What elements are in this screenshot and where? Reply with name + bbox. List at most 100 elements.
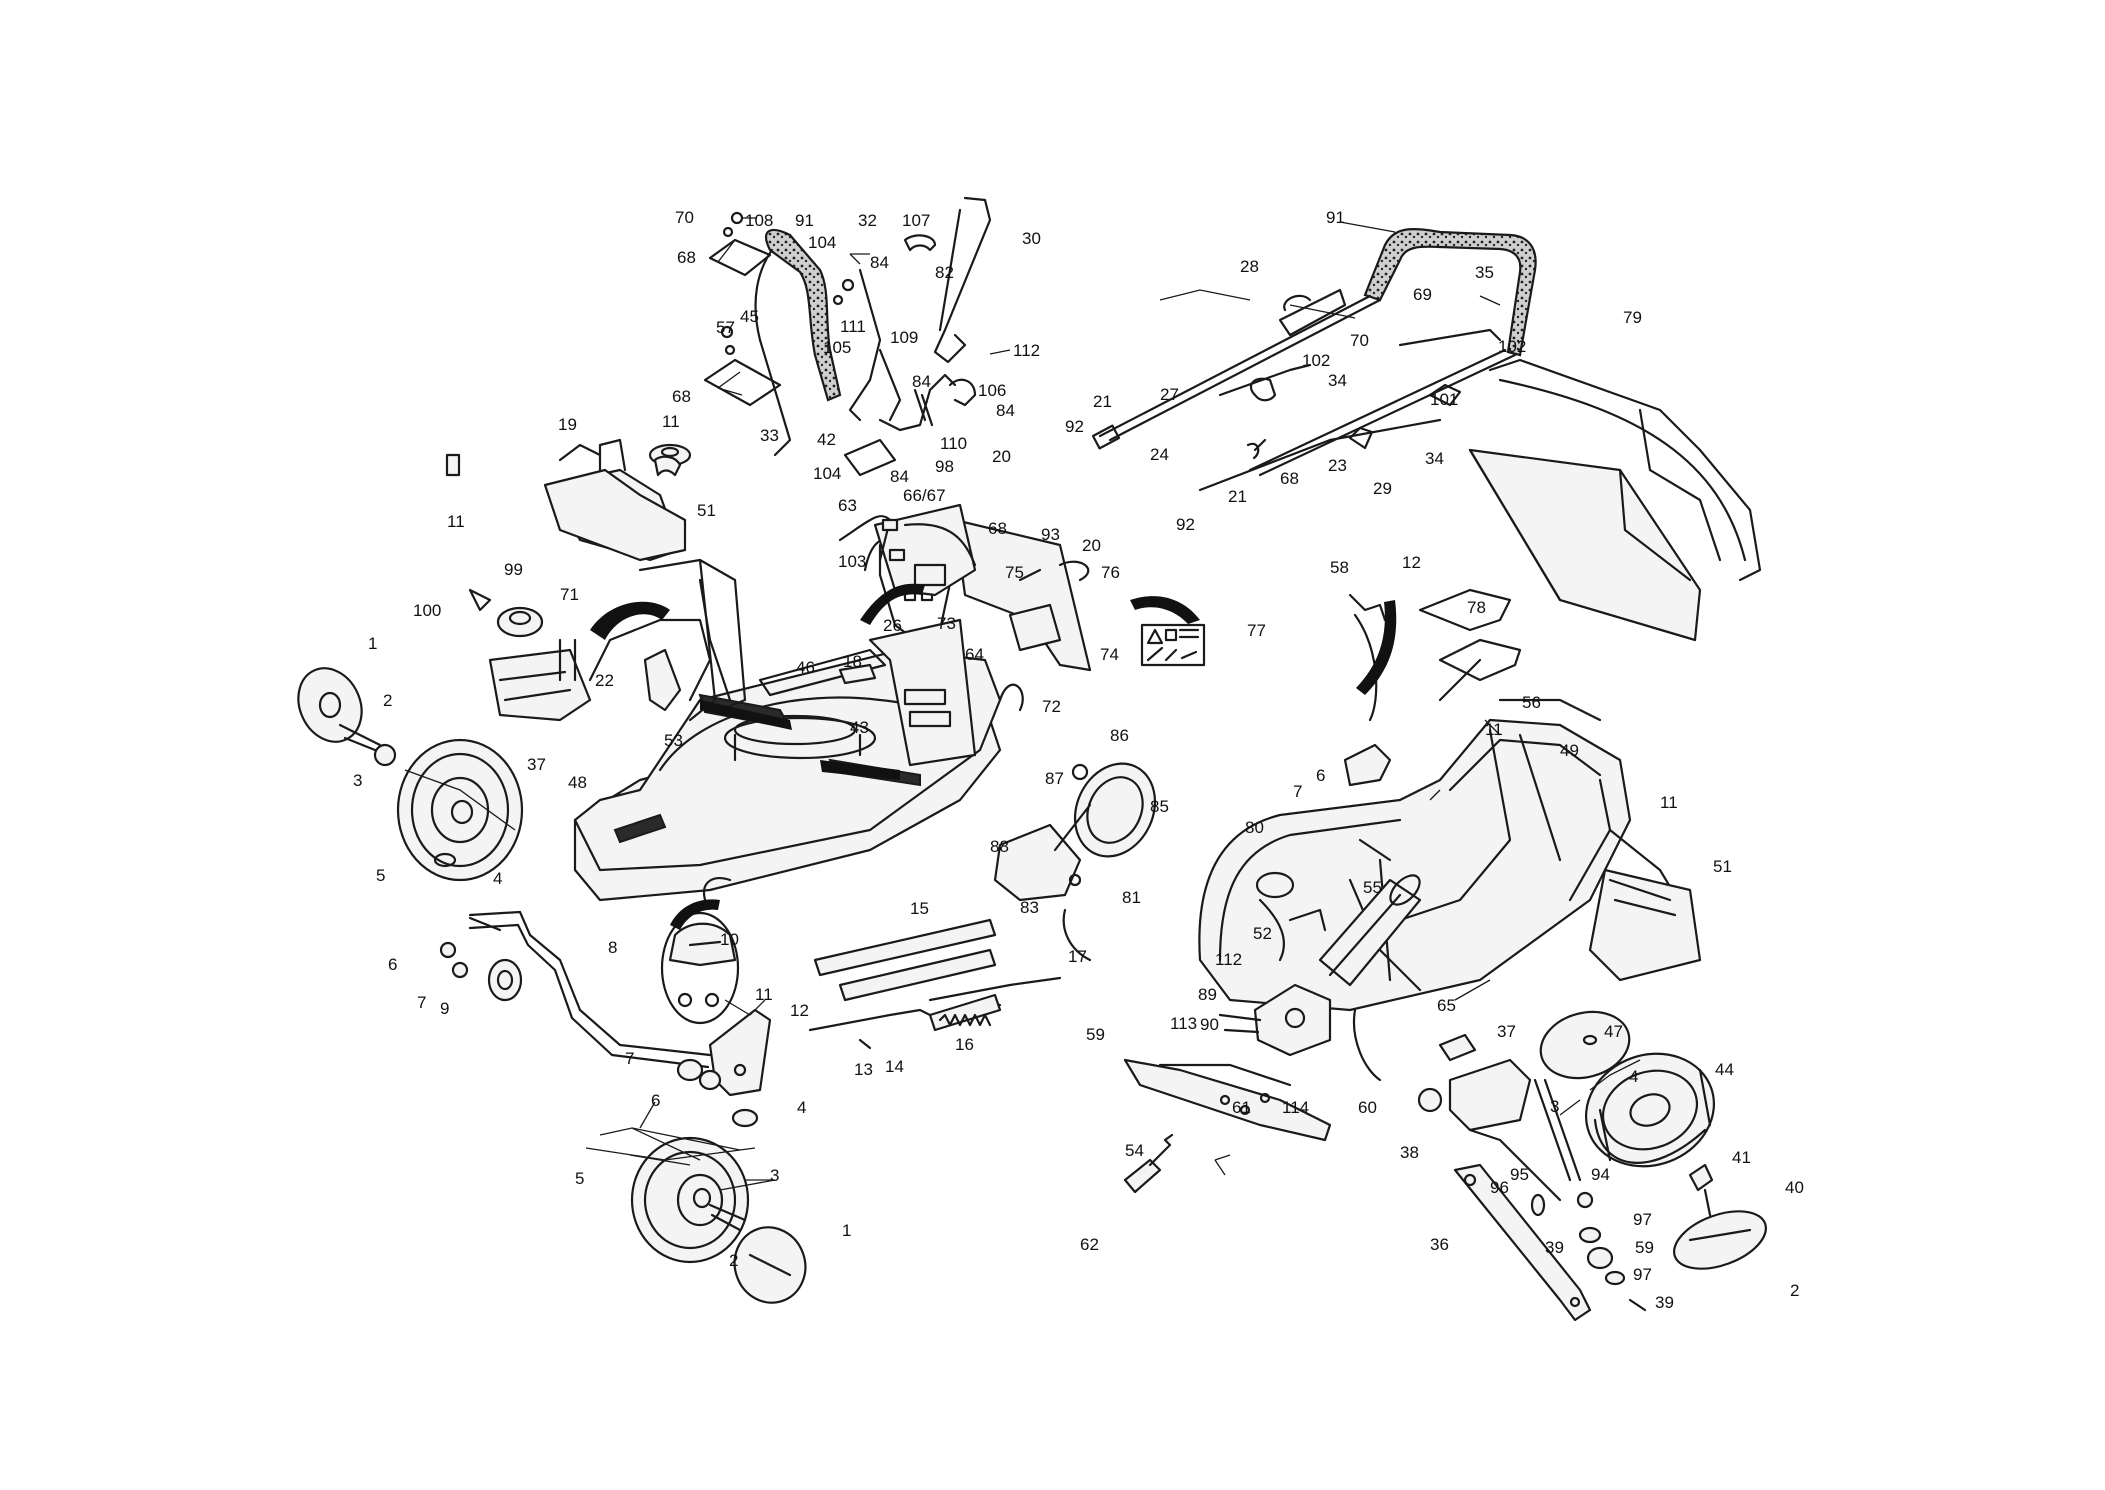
callout-label: 6 [1316, 766, 1325, 785]
callout-label: 49 [1560, 741, 1579, 760]
callout-label: 41 [1732, 1148, 1751, 1167]
callout-label: 107 [902, 211, 930, 230]
callout-label: 79 [1623, 308, 1642, 327]
callout-label: 3 [770, 1166, 779, 1185]
callout-label: 73 [937, 614, 956, 633]
callout-label: 37 [527, 755, 546, 774]
callout-label: 70 [1350, 331, 1369, 350]
callout-label: 2 [729, 1251, 738, 1270]
callout-label: 86 [1110, 726, 1129, 745]
callout-label: 110 [940, 434, 967, 453]
callout-label: 11 [447, 512, 465, 531]
callout-label: 104 [813, 464, 841, 483]
callout-label: 46 [796, 658, 815, 677]
callout-label: 84 [870, 253, 889, 272]
page-number: 2 [1790, 1281, 1799, 1300]
callout-label: 6 [651, 1091, 660, 1110]
callout-label: 70 [675, 208, 694, 227]
callout-labels: 70 108 91 104 32 107 30 68 84 82 57 45 1… [353, 208, 1804, 1312]
callout-label: 55 [1363, 878, 1382, 897]
callout-label: 45 [740, 307, 759, 326]
recoil-starter [993, 762, 1157, 902]
callout-label: 108 [745, 211, 773, 230]
callout-label: 114 [1282, 1098, 1309, 1117]
callout-label: 76 [1101, 563, 1120, 582]
callout-label: 14 [885, 1057, 904, 1076]
callout-label: 59 [1635, 1238, 1654, 1257]
callout-label: 74 [1100, 645, 1119, 664]
callout-label: 75 [1005, 563, 1024, 582]
callout-label: 13 [854, 1060, 873, 1079]
callout-label: 84 [912, 372, 931, 391]
callout-label: 43 [850, 718, 869, 737]
callout-label: 44 [1715, 1060, 1734, 1079]
callout-label: 112 [1013, 341, 1040, 360]
callout-label: 11 [1485, 720, 1503, 739]
small-hardware [445, 443, 1090, 712]
callout-label: 8 [608, 938, 617, 957]
callout-label: 38 [1400, 1143, 1419, 1162]
callout-label: 111 [840, 317, 866, 336]
leader-lines [404, 217, 1641, 1191]
callout-label: 78 [1467, 598, 1486, 617]
assembly-arrows [590, 583, 1397, 930]
callout-label: 94 [1591, 1165, 1610, 1184]
callout-label: 85 [1150, 797, 1169, 816]
throttle-lever-right [1343, 593, 1392, 787]
callout-label: 96 [1490, 1178, 1509, 1197]
callout-label: 87 [1045, 769, 1064, 788]
callout-label: 97 [1633, 1210, 1652, 1229]
gearbox [1218, 983, 1382, 1082]
cutter-blade [1123, 1058, 1332, 1142]
callout-label: 35 [1475, 263, 1494, 282]
callout-label: 82 [935, 263, 954, 282]
callout-label: 84 [890, 467, 909, 486]
callout-label: 66/67 [903, 486, 946, 505]
callout-label: 7 [417, 993, 426, 1012]
callout-label: 104 [808, 233, 836, 252]
right-wheel-group [1417, 1010, 1768, 1270]
mower-deck [573, 578, 1002, 902]
callout-label: 17 [1068, 947, 1087, 966]
callout-label: 68 [988, 519, 1007, 538]
callout-label: 84 [996, 401, 1015, 420]
callout-label: 4 [797, 1098, 806, 1117]
callout-label: 61 [1232, 1098, 1251, 1117]
callout-label: 3 [353, 771, 362, 790]
callout-label: 6 [388, 955, 397, 974]
callout-label: 52 [1253, 924, 1272, 943]
callout-label: 77 [1247, 621, 1266, 640]
callout-label: 24 [1150, 445, 1169, 464]
callout-label: 102 [1302, 351, 1330, 370]
callout-label: 5 [575, 1169, 584, 1188]
callout-label: 11 [662, 412, 680, 431]
callout-label: 88 [990, 837, 1009, 856]
callout-label: 81 [1122, 888, 1141, 907]
callout-label: 42 [817, 430, 836, 449]
callout-label: 68 [677, 248, 696, 267]
callout-label: 34 [1425, 449, 1444, 468]
callout-label: 21 [1093, 392, 1112, 411]
callout-label: 51 [697, 501, 716, 520]
callout-label: 5 [376, 866, 385, 885]
callout-label: 40 [1785, 1178, 1804, 1197]
callout-label: 12 [790, 1001, 809, 1020]
callout-label: 90 [1200, 1015, 1219, 1034]
callout-label: 11 [1660, 793, 1678, 812]
callout-label: 1 [368, 634, 377, 653]
callout-label: 57 [716, 318, 735, 337]
callout-label: 54 [1125, 1141, 1144, 1160]
callout-label: 26 [883, 616, 902, 635]
deck-panel-linkage [808, 918, 1062, 1050]
callout-label: 23 [1328, 456, 1347, 475]
callout-label: 12 [1402, 553, 1421, 572]
callout-label: 68 [672, 387, 691, 406]
callout-label: 48 [568, 773, 587, 792]
callout-label: 2 [383, 691, 392, 710]
callout-label: 20 [992, 447, 1011, 466]
callout-label: 71 [560, 585, 579, 604]
callout-label: 80 [1245, 818, 1264, 837]
callout-label: 4 [493, 869, 502, 888]
callout-label: 100 [413, 601, 441, 620]
